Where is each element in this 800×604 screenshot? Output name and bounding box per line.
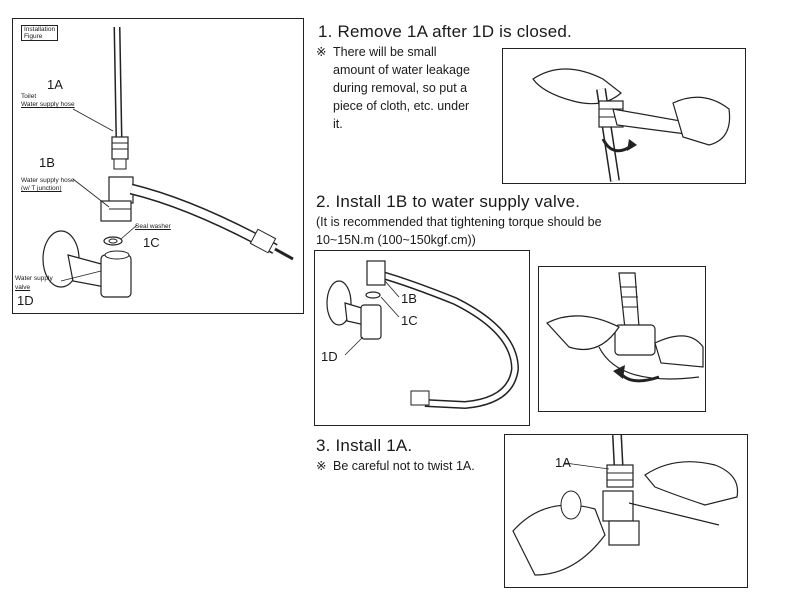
step2-label-1d: 1D <box>321 349 338 364</box>
step3-label-1a: 1A <box>555 455 571 470</box>
figure-desc-1c: Seal washer <box>135 223 171 230</box>
figure-tag-line1: Installation <box>24 26 56 33</box>
figure-label-1a: 1A <box>47 77 63 92</box>
figure-desc-1b-line1: Water supply hose <box>21 177 75 184</box>
step2-title: 2. Install 1B to water supply valve. <box>316 192 581 211</box>
figure-tag-line2: Figure <box>24 33 43 40</box>
installation-figure-panel: Installation Figure 1A Toilet Water supp… <box>12 18 304 314</box>
step3-note: Be careful not to twist 1A. <box>333 459 475 473</box>
step1-note-line3: during removal, so put a <box>333 81 468 95</box>
step2-note-line1: (It is recommended that tightening torqu… <box>316 215 602 229</box>
step1-note-line5: it. <box>333 117 343 131</box>
step1-drawing <box>532 68 731 182</box>
figure-desc-1b-line2: (w/ T junction) <box>21 185 62 192</box>
step2-label-1c: 1C <box>401 313 418 328</box>
step1-illustration <box>502 48 746 184</box>
step1-title: 1. Remove 1A after 1D is closed. <box>318 22 572 41</box>
step3-note-mark: ※ <box>316 459 327 473</box>
figure-desc-1a-line2: Water supply hose <box>21 101 75 108</box>
installation-figure-drawing <box>42 26 294 298</box>
step1-note-mark: ※ <box>316 45 327 59</box>
step3-illustration: 1A <box>504 434 748 588</box>
figure-desc-1d-line2: valve <box>15 284 31 291</box>
step3-drawing <box>512 435 739 576</box>
step1-note-line4: piece of cloth, etc. under <box>333 99 470 113</box>
figure-tag: Installation Figure <box>21 25 59 41</box>
step2-label-1b: 1B <box>401 291 417 306</box>
step2-tighten-drawing <box>546 272 704 383</box>
step2-parts-illustration: 1B 1C 1D <box>314 250 530 426</box>
figure-label-1b: 1B <box>39 155 55 170</box>
step2-tighten-illustration <box>538 266 706 412</box>
figure-desc-1a-line1: Toilet <box>21 93 37 100</box>
figure-label-1c: 1C <box>143 235 160 250</box>
step3-title: 3. Install 1A. <box>316 436 413 455</box>
step1-note-line2: amount of water leakage <box>333 63 470 77</box>
step1-note-line1: There will be small <box>333 45 437 59</box>
step2-note-line2: 10~15N.m (100~150kgf.cm)) <box>316 233 476 247</box>
figure-desc-1d-line1: Water supply <box>15 275 53 282</box>
figure-label-1d: 1D <box>17 293 34 308</box>
step2-parts-drawing <box>326 260 520 410</box>
